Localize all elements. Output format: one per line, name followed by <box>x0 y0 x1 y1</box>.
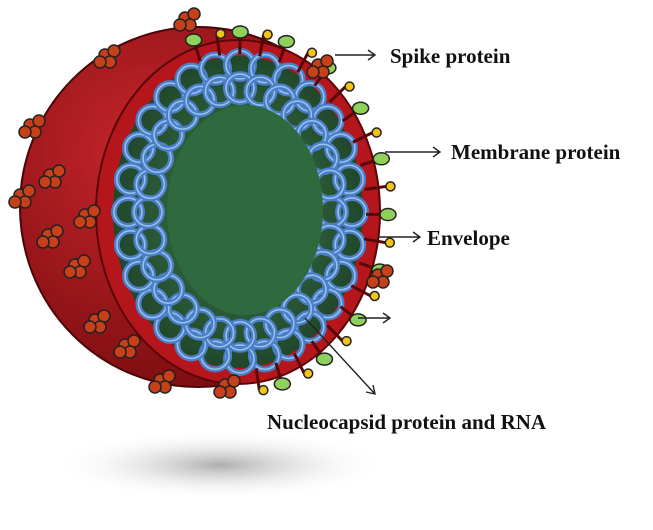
surface-cluster-bead <box>213 385 227 399</box>
membrane-protein <box>344 81 355 92</box>
spike-stalk <box>254 368 261 391</box>
surface-cluster-bead <box>173 18 187 32</box>
spike-stalk <box>326 324 344 343</box>
spike-stalk <box>293 353 306 375</box>
nucleocapsid-coil-highlight <box>116 229 146 260</box>
surface-cluster-bead <box>50 224 64 238</box>
spike-stalk <box>350 284 372 298</box>
nucleocapsid-coil-highlight <box>245 318 276 348</box>
surface-clusters <box>8 7 394 399</box>
surface-cluster-bead <box>187 7 201 21</box>
nucleocapsid-coil-highlight <box>326 261 356 291</box>
nucleocapsid-coil-highlight <box>204 318 235 348</box>
surface-cluster-bead <box>366 275 380 289</box>
membrane-protein <box>384 237 396 248</box>
arrow-nucleocapsid <box>304 317 376 395</box>
nucleocapsid-coil-highlight <box>225 73 255 103</box>
membrane-protein <box>306 47 318 59</box>
surface-cluster-bead <box>127 334 141 348</box>
label-arrows <box>304 49 442 395</box>
membrane-protein <box>369 290 380 302</box>
membrane-protein <box>258 384 269 396</box>
nucleocapsid-coil-highlight <box>225 321 255 351</box>
spike-protein-head <box>379 207 397 222</box>
spike-protein-head <box>315 352 334 366</box>
surface-cluster-bead <box>22 184 36 198</box>
surface-cluster-bead <box>113 345 127 359</box>
surface-cluster-bead <box>36 235 50 249</box>
label-spike-protein: Spike protein <box>390 44 511 68</box>
surface-cluster-bead <box>97 309 111 323</box>
nucleocapsid-coil-highlight <box>245 76 276 106</box>
nucleocapsid-coil-highlight <box>204 76 235 106</box>
nucleocapsid-coil-highlight <box>185 85 215 116</box>
membrane-protein <box>262 29 273 40</box>
surface-cluster-bead <box>63 265 77 279</box>
surface-cluster-bead <box>162 369 176 383</box>
surface-cluster-bead <box>320 54 334 68</box>
arrow-membrane <box>385 146 442 158</box>
nucleocapsid-coil-highlight <box>334 164 364 195</box>
label-nucleocapsid: Nucleocapsid protein and RNA <box>267 410 547 434</box>
nucleocapsid-coil-highlight <box>337 197 367 227</box>
surface-cluster-bead <box>87 204 101 218</box>
nucleocapsid-coil-highlight <box>113 197 143 227</box>
nucleocapsid-coil-highlight <box>116 164 146 195</box>
drop-shadow <box>50 430 390 500</box>
surface-cluster-bead <box>227 374 241 388</box>
arrow-envelope <box>378 231 422 243</box>
label-membrane-protein: Membrane protein <box>451 140 621 164</box>
surface-cluster-bead <box>306 65 320 79</box>
membrane-protein <box>371 127 382 138</box>
membrane-protein <box>341 335 352 347</box>
surface-cluster-bead <box>107 44 121 58</box>
spike-stalk <box>364 184 387 191</box>
surface-cluster-bead <box>148 380 162 394</box>
spike-stalk <box>363 237 387 245</box>
spike-protein-head <box>184 33 203 47</box>
surface-cluster-bead <box>18 125 32 139</box>
surface-cluster-bead <box>32 114 46 128</box>
spike-stalk <box>328 85 347 103</box>
spike-protein-head <box>351 101 370 116</box>
nucleocapsid-coil-highlight <box>326 133 356 163</box>
surface-cluster-bead <box>52 164 66 178</box>
spike-protein-head <box>349 313 367 327</box>
nucleocapsid-coil-highlight <box>124 133 154 163</box>
nucleocapsid-coils <box>111 48 369 376</box>
spike-protein-head <box>273 377 292 391</box>
spike-stalk <box>352 131 374 144</box>
spike-stalk <box>258 34 266 57</box>
surface-cluster-bead <box>93 55 107 69</box>
arrow-spike <box>335 49 377 61</box>
label-envelope: Envelope <box>427 226 510 250</box>
rna-core <box>167 105 323 315</box>
spike-stalk <box>296 52 310 73</box>
membrane-protein <box>385 181 396 192</box>
surface-cluster-bead <box>38 175 52 189</box>
membrane-protein <box>302 368 314 379</box>
surface-cluster-bead <box>83 320 97 334</box>
arrow-unlabeled <box>358 312 392 324</box>
spike-protein-head <box>231 25 249 39</box>
surface-cluster-bead <box>380 264 394 278</box>
nucleocapsid-coil-highlight <box>334 229 364 260</box>
spike-protein-head <box>277 34 296 49</box>
spike-protein-head <box>372 152 391 166</box>
membrane-protein <box>215 28 226 40</box>
surface-cluster-bead <box>8 195 22 209</box>
nucleocapsid-coil-highlight <box>124 261 154 291</box>
surface-cluster-bead <box>77 254 91 268</box>
nucleocapsid-coil-highlight <box>265 308 295 339</box>
surface-cluster-bead <box>73 215 87 229</box>
